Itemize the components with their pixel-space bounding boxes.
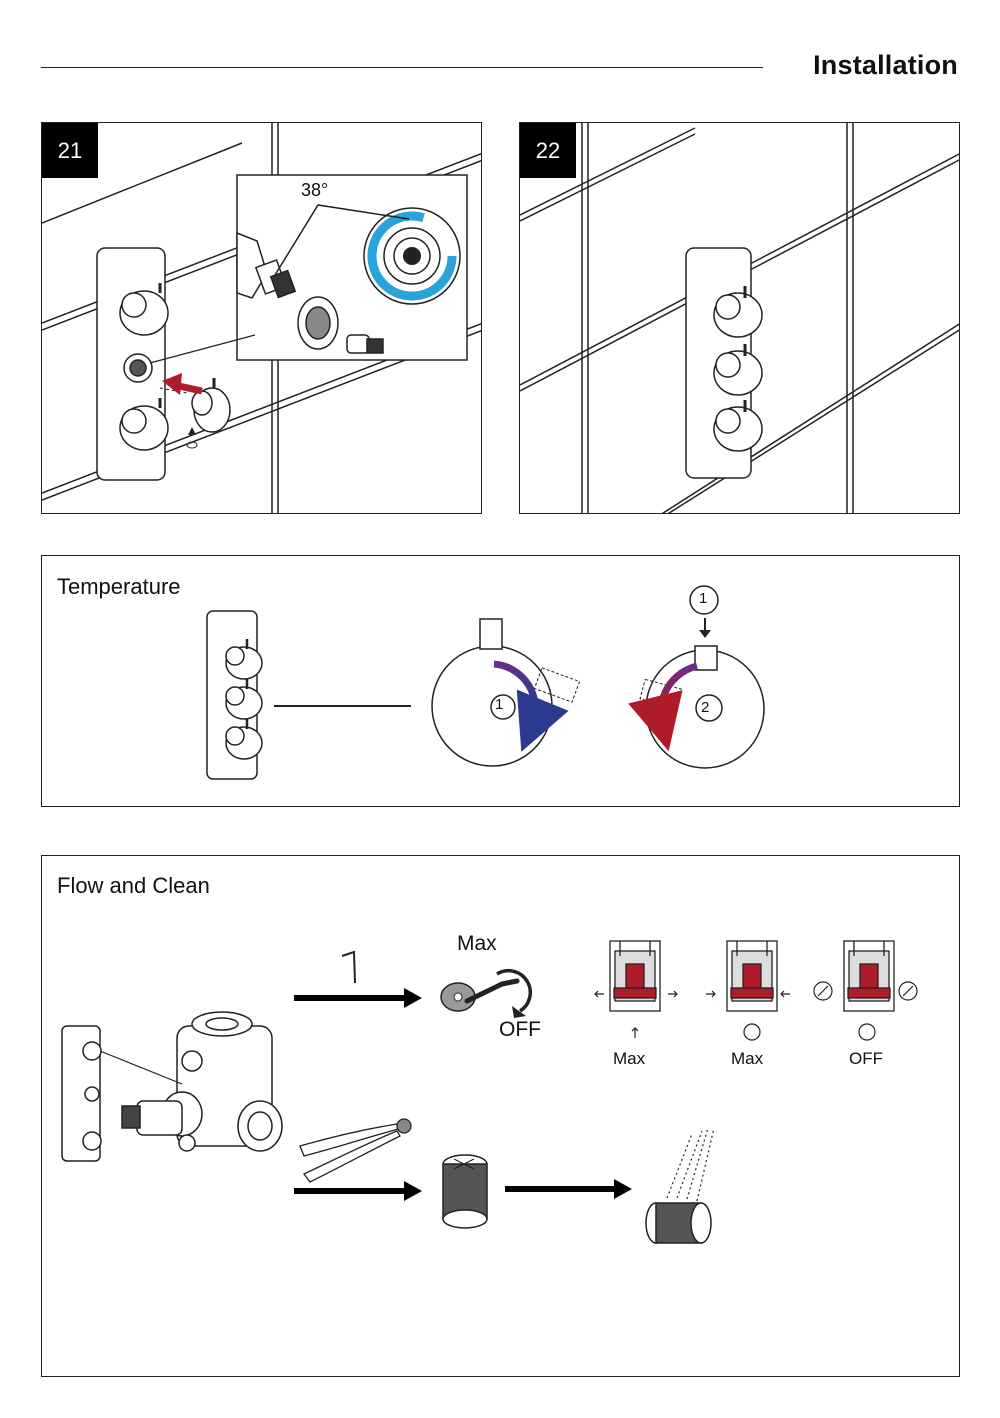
cartridge-label: OFF (849, 1049, 883, 1068)
flow-clean-panel: Flow and Clean (41, 855, 960, 1377)
temp-step-1-marker: 1 (495, 696, 504, 713)
step-number-badge: 22 (520, 123, 576, 178)
step-22-panel: 22 (519, 122, 960, 514)
handle-max-label: Max (457, 932, 497, 955)
section-title: Temperature (57, 574, 181, 599)
step-22-illustration (520, 123, 959, 513)
flow-clean-illustration (61, 940, 918, 1244)
temperature-panel: Temperature 1 1 2 (41, 555, 960, 807)
page-title: Installation (813, 50, 958, 80)
step-number-badge: 21 (42, 123, 98, 178)
temperature-illustration (206, 585, 765, 780)
cartridge-label: Max (613, 1049, 646, 1068)
step-21-illustration (42, 123, 481, 513)
step-21-panel: 21 38° (41, 122, 482, 514)
temp-step-1-marker: 1 (699, 590, 708, 607)
angle-label: 38° (301, 180, 329, 200)
section-title: Flow and Clean (57, 873, 210, 898)
temp-step-2-marker: 2 (701, 699, 710, 716)
handle-off-label: OFF (499, 1018, 541, 1041)
header-rule (41, 67, 763, 68)
cartridge-label: Max (731, 1049, 764, 1068)
